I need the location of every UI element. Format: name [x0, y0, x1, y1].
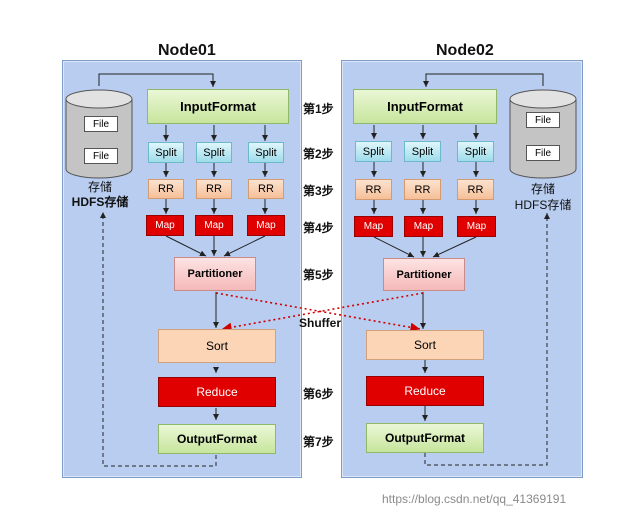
rr-box: RR: [457, 179, 494, 200]
file-box: File: [84, 148, 118, 164]
rr-box: RR: [355, 179, 392, 200]
shuffer-label: Shuffer: [299, 316, 341, 330]
partitioner-box: Partitioner: [383, 258, 465, 291]
map-box: Map: [354, 216, 393, 237]
split-box: Split: [404, 141, 441, 162]
step-label: 第5步: [303, 268, 334, 282]
hdfs-disk-node01: [65, 89, 133, 179]
storage-label: 存储: [530, 182, 555, 196]
sort-box: Sort: [366, 330, 484, 360]
split-box: Split: [148, 142, 184, 163]
reduce-box: Reduce: [158, 377, 276, 407]
file-box: File: [84, 116, 118, 132]
sort-box: Sort: [158, 329, 276, 363]
rr-box: RR: [196, 179, 232, 199]
reduce-box: Reduce: [366, 376, 484, 406]
outputformat-box: OutputFormat: [158, 424, 276, 454]
rr-box: RR: [248, 179, 284, 199]
split-box: Split: [457, 141, 494, 162]
hdfs-storage-label: HDFS存储: [71, 195, 129, 209]
storage-label: 存储: [87, 180, 112, 194]
inputformat-box: InputFormat: [353, 89, 497, 124]
node01-title: Node01: [158, 42, 216, 59]
step-label: 第2步: [303, 147, 334, 161]
step-label: 第3步: [303, 184, 334, 198]
file-box: File: [526, 112, 560, 128]
inputformat-box: InputFormat: [147, 89, 289, 124]
map-box: Map: [146, 215, 184, 236]
outputformat-box: OutputFormat: [366, 423, 484, 453]
step-label: 第7步: [303, 435, 334, 449]
watermark-text: https://blog.csdn.net/qq_41369191: [382, 492, 567, 506]
split-box: Split: [355, 141, 392, 162]
step-label: 第4步: [303, 221, 334, 235]
map-box: Map: [247, 215, 285, 236]
map-box: Map: [457, 216, 496, 237]
rr-box: RR: [148, 179, 184, 199]
step-label: 第6步: [303, 387, 334, 401]
rr-box: RR: [404, 179, 441, 200]
map-box: Map: [195, 215, 233, 236]
partitioner-box: Partitioner: [174, 257, 256, 291]
step-label: 第1步: [303, 102, 334, 116]
split-box: Split: [196, 142, 232, 163]
file-box: File: [526, 145, 560, 161]
hdfs-disk-node02: [509, 89, 577, 179]
hdfs-storage-label: HDFS存储: [514, 198, 572, 212]
node02-title: Node02: [436, 42, 494, 59]
map-box: Map: [404, 216, 443, 237]
split-box: Split: [248, 142, 284, 163]
